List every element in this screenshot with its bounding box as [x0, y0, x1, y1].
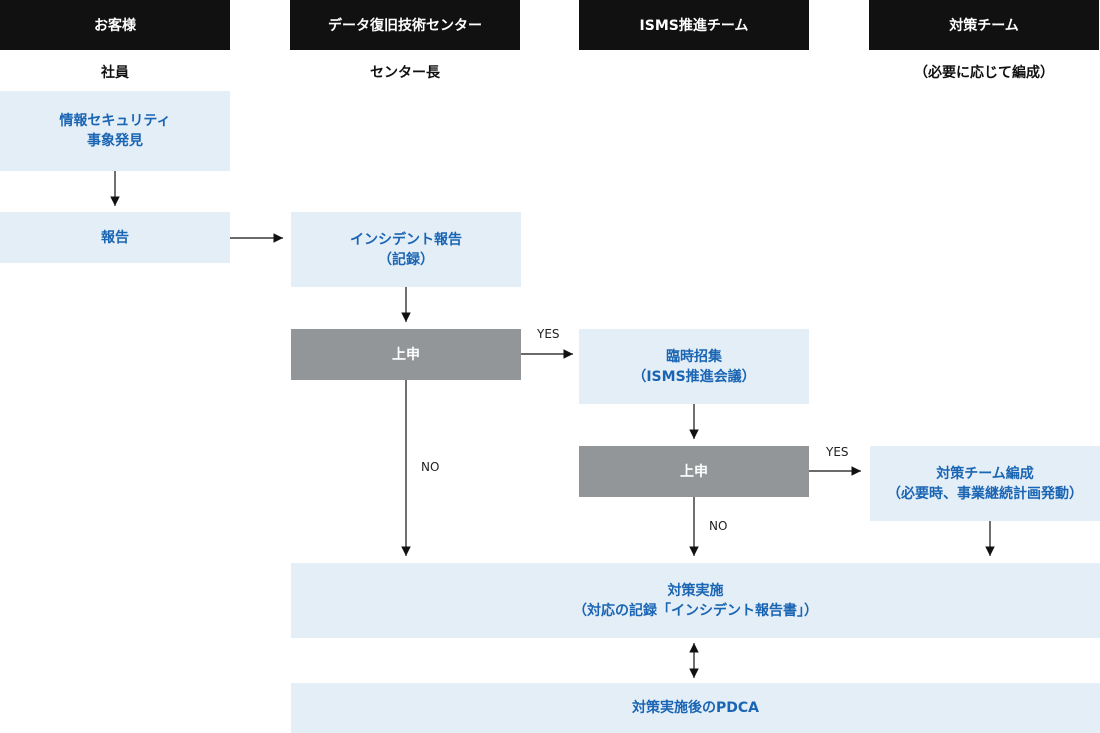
- edge-label-escalate1-no: NO: [421, 460, 440, 474]
- node-escalate-2: 上申: [579, 446, 809, 497]
- node-incident-found-line2: 事象発見: [87, 133, 143, 149]
- lane-role-customer: 社員: [101, 65, 129, 81]
- node-implement: 対策実施 （対応の記録「インシデント報告書」）: [291, 563, 1100, 638]
- edge-label-escalate2-no: NO: [709, 519, 728, 533]
- node-escalate-1: 上申: [291, 329, 521, 380]
- node-team-formation-line1: 対策チーム編成: [936, 465, 1034, 482]
- lane-header-data-center: データ復旧技術センター: [290, 0, 520, 50]
- edge-label-escalate2-yes: YES: [826, 445, 849, 459]
- edge-label-escalate1-yes: YES: [537, 327, 560, 341]
- lane-role-response-team: （必要に応じて編成）: [914, 65, 1054, 81]
- lane-header-isms-team: ISMS推進チーム: [579, 0, 809, 50]
- node-incident-report-line2: （記録）: [378, 251, 434, 268]
- node-escalate-2-label: 上申: [680, 463, 708, 480]
- lane-role-data-center: センター長: [370, 65, 440, 81]
- node-pdca: 対策実施後のPDCA: [291, 683, 1100, 733]
- node-emergency-meeting-line2: （ISMS推進会議）: [632, 368, 756, 385]
- node-pdca-label: 対策実施後のPDCA: [632, 700, 759, 716]
- node-emergency-meeting-line1: 臨時招集: [666, 348, 722, 365]
- node-report-label: 報告: [101, 229, 129, 246]
- node-incident-report: インシデント報告 （記録）: [291, 212, 521, 287]
- node-team-formation-line2: （必要時、事業継続計画発動）: [887, 485, 1083, 502]
- node-escalate-1-label: 上申: [392, 346, 420, 363]
- node-incident-found-line1: 情報セキュリティ: [59, 113, 171, 129]
- node-report: 報告: [0, 212, 230, 263]
- node-implement-line1: 対策実施: [667, 582, 724, 599]
- node-implement-line2: （対応の記録「インシデント報告書」）: [573, 602, 818, 619]
- node-team-formation: 対策チーム編成 （必要時、事業継続計画発動）: [870, 446, 1100, 521]
- lane-header-customer: お客様: [0, 0, 230, 50]
- node-incident-report-line1: インシデント報告: [350, 231, 462, 248]
- lane-header-response-team: 対策チーム: [869, 0, 1099, 50]
- node-emergency-meeting: 臨時招集 （ISMS推進会議）: [579, 329, 809, 404]
- node-incident-found: 情報セキュリティ 事象発見: [0, 91, 230, 171]
